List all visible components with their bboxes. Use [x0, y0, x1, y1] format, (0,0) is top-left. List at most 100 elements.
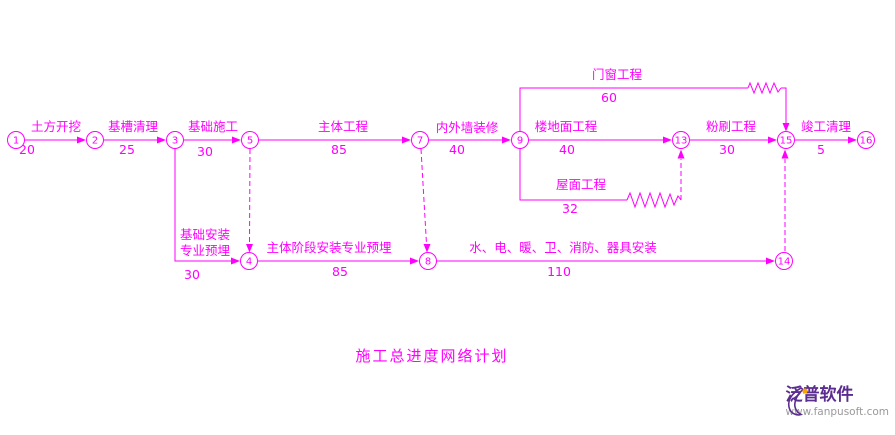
node-7: 7 [411, 131, 429, 149]
arrowhead-icon [502, 136, 511, 144]
activity-arrow-8-14 [437, 257, 775, 265]
node-number: 5 [247, 136, 253, 147]
activity-duration-main-structure: 85 [331, 142, 347, 157]
dummy-arrow-5-4 [246, 148, 253, 253]
arrowhead-icon [232, 136, 241, 144]
activity-arrow-4-8 [258, 257, 419, 265]
activity-arrow-2-3 [104, 136, 166, 144]
activity-duration-wall-decoration: 40 [449, 142, 465, 157]
arrowhead-icon [157, 136, 166, 144]
line [781, 87, 787, 123]
node-circle [411, 131, 429, 149]
activity-name-wall-decoration: 内外墙装修 [436, 120, 499, 135]
node-circle [419, 252, 437, 270]
activity-arrow-9-13-roof [519, 148, 685, 209]
node-number: 3 [172, 136, 178, 147]
activity-name-structure-install: 主体阶段安装专业预埋 [266, 240, 392, 255]
node-circle [7, 131, 25, 149]
line [519, 148, 627, 201]
node-circle [672, 131, 690, 149]
activity-duration-excavation: 20 [19, 142, 35, 157]
activity-arrow-9-13 [529, 136, 672, 144]
activity-arrow-3-5 [184, 136, 241, 144]
activity-duration-structure-install: 85 [332, 264, 348, 279]
activity-duration-completion-clean: 5 [817, 142, 825, 157]
dummy-line [249, 148, 251, 245]
node-number: 9 [517, 136, 523, 147]
logo-text-block: 泛普软件 www.fanpusoft.com [785, 385, 889, 418]
node-number: 7 [417, 136, 423, 147]
brand-website: www.fanpusoft.com [785, 405, 889, 418]
node-8: 8 [419, 252, 437, 270]
node-14: 14 [775, 252, 793, 270]
node-number: 15 [780, 136, 793, 147]
arrowhead-icon [781, 149, 789, 159]
node-number: 8 [425, 257, 431, 268]
arrowhead-icon [848, 136, 857, 144]
node-circle [86, 131, 104, 149]
activity-name-painting: 粉刷工程 [706, 119, 757, 134]
activity-name-main-structure: 主体工程 [318, 119, 369, 134]
activity-name-roof-works: 屋面工程 [556, 177, 607, 192]
activity-name-mep-install: 水、电、暖、卫、消防、器具安装 [469, 240, 657, 255]
activity-name-doors-windows: 门窗工程 [592, 67, 643, 82]
arrowhead-icon [766, 257, 775, 265]
node-circle [511, 131, 529, 149]
activity-name-floor-works: 楼地面工程 [535, 119, 598, 134]
node-16: 16 [857, 131, 875, 149]
activity-name-excavation: 土方开挖 [31, 119, 81, 134]
node-3: 3 [166, 131, 184, 149]
node-9: 9 [511, 131, 529, 149]
arrowhead-icon [663, 136, 672, 144]
activity-arrow-13-15 [690, 136, 777, 144]
diagram-title: 施工总进度网络计划 [355, 347, 508, 365]
activity-duration-painting: 30 [719, 142, 735, 157]
node-circle [857, 131, 875, 149]
vendor-logo: 泛普软件 www.fanpusoft.com [785, 385, 889, 418]
activity-duration-foundation-install: 30 [184, 267, 200, 282]
line [174, 148, 232, 262]
activity-duration-doors-windows: 60 [601, 90, 617, 105]
node-5: 5 [241, 131, 259, 149]
activity-duration-roof-works: 32 [562, 201, 578, 216]
node-circle [240, 252, 258, 270]
node-2: 2 [86, 131, 104, 149]
dummy-arrow-14-15 [781, 149, 789, 251]
activity-arrow-15-16 [795, 136, 857, 144]
node-number: 14 [778, 257, 791, 268]
arrowhead-icon [410, 257, 419, 265]
node-4: 4 [240, 252, 258, 270]
activity-arrow-7-9 [429, 136, 511, 144]
node-number: 16 [860, 136, 873, 147]
node-15: 15 [777, 131, 795, 149]
arrowhead-icon [677, 149, 685, 159]
activity-name-foundation-install-line1: 基础安装 [180, 227, 230, 242]
fanpu-logo-icon [788, 387, 809, 416]
arrowhead-icon [231, 257, 240, 265]
arrowhead-icon [77, 136, 86, 144]
node-13: 13 [672, 131, 690, 149]
node-number: 2 [92, 136, 98, 147]
node-circle [777, 131, 795, 149]
activity-duration-foundation: 30 [197, 144, 213, 159]
activity-arrow-3-4-foundation-install [174, 148, 240, 265]
arrowhead-icon [402, 136, 411, 144]
activity-duration-floor-works: 40 [559, 142, 575, 157]
node-circle [166, 131, 184, 149]
free-float-wave-icon [626, 191, 682, 209]
node-1: 1 [7, 131, 25, 149]
activity-name-trench-clean: 基槽清理 [108, 119, 159, 134]
activity-name-completion-clean: 竣工清理 [801, 119, 852, 134]
arrowhead-icon [246, 244, 253, 253]
dummy-line [420, 148, 427, 245]
arrowhead-icon [768, 136, 777, 144]
arrowhead-icon [423, 244, 431, 253]
line [519, 87, 748, 131]
node-number: 1 [13, 136, 19, 147]
node-circle [241, 131, 259, 149]
free-float-wave-icon [747, 81, 782, 95]
arrowhead-icon [782, 123, 790, 132]
activity-name-foundation: 基础施工 [188, 119, 238, 134]
